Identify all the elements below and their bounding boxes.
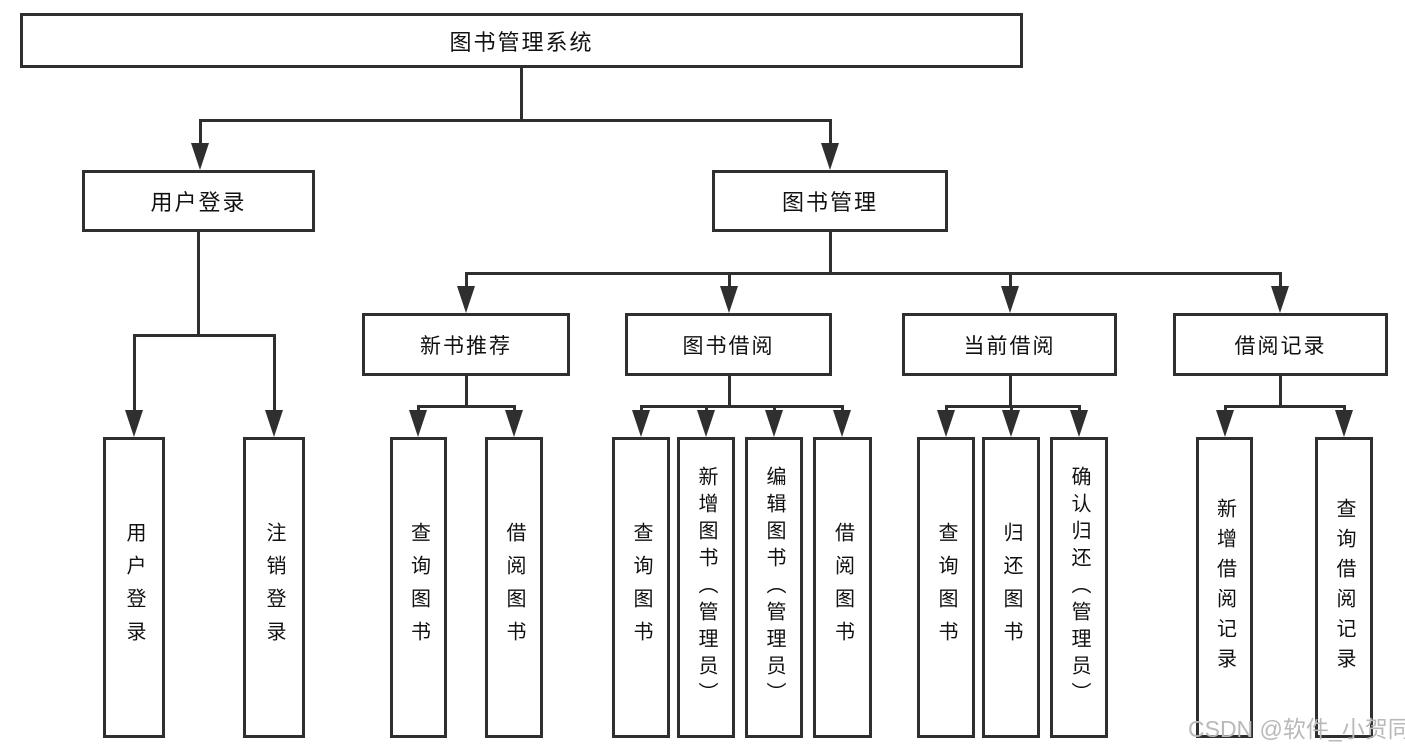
leaf-label: 新增图书（管理员）: [695, 466, 717, 709]
connector-newbook-rail: [416, 404, 516, 408]
leaf-edit-books-admin: 编辑图书（管理员）: [745, 437, 803, 738]
connector-root-stem: [519, 66, 523, 120]
connector-borrowing-drop: [704, 404, 708, 412]
arrowhead-down-icon: [125, 410, 143, 437]
connector-userlogin-rail: [132, 333, 276, 337]
connector-userlogin-stem: [197, 230, 200, 335]
leaf-add-borrow-record: 新增借阅记录: [1196, 437, 1253, 738]
connector-borrowing-rail: [639, 404, 844, 408]
connector-records-rail: [1223, 404, 1346, 408]
leaf-query-borrow-record: 查询借阅记录: [1315, 437, 1373, 738]
connector-bookmgmt-drop: [727, 271, 731, 288]
connector-root-right-drop: [828, 118, 832, 145]
leaf-query-books-recommend: 查询图书: [390, 437, 447, 738]
leaf-label: 借阅图书: [503, 521, 525, 654]
arrowhead-down-icon: [1002, 410, 1020, 437]
node-borrowing-records: 借阅记录: [1173, 313, 1388, 376]
arrowhead-down-icon: [765, 410, 783, 437]
leaf-label: 借阅图书: [831, 521, 854, 654]
connector-root-left-drop: [198, 118, 202, 145]
leaf-label: 用户登录: [123, 521, 145, 654]
leaf-label: 归还图书: [1000, 521, 1022, 654]
node-book-borrowing: 图书借阅: [625, 313, 832, 376]
leaf-label: 新增借阅记录: [1213, 497, 1236, 678]
node-label: 图书管理: [781, 190, 878, 215]
leaf-logout: 注销登录: [243, 437, 305, 738]
leaf-confirm-return-admin: 确认归还（管理员）: [1050, 437, 1108, 738]
connector-borrowing-drop: [639, 404, 643, 412]
connector-current-drop: [1009, 404, 1013, 412]
node-label: 图书管理系统: [449, 29, 594, 55]
arrowhead-down-icon: [632, 410, 650, 437]
connector-newbook-drop: [416, 404, 420, 412]
leaf-add-books-admin: 新增图书（管理员）: [677, 437, 735, 738]
leaf-query-books-borrowing: 查询图书: [612, 437, 670, 738]
leaf-label: 查询图书: [935, 521, 957, 654]
connector-bookmgmt-stem: [828, 230, 832, 273]
connector-current-drop: [1077, 404, 1081, 412]
arrowhead-down-icon: [1001, 286, 1019, 313]
connector-current-drop: [944, 404, 948, 412]
arrowhead-down-icon: [505, 410, 523, 437]
node-new-book-recommend: 新书推荐: [362, 313, 570, 376]
node-label: 用户登录: [150, 190, 247, 215]
node-label: 新书推荐: [420, 334, 512, 358]
arrowhead-down-icon: [1070, 410, 1088, 437]
connector-userlogin-drop: [132, 333, 136, 412]
node-label: 借阅记录: [1234, 334, 1327, 358]
node-book-management-system: 图书管理系统: [20, 13, 1023, 68]
connector-current-stem: [1008, 374, 1012, 406]
connector-borrowing-stem: [727, 374, 731, 406]
node-label: 当前借阅: [963, 334, 1056, 358]
connector-newbook-stem: [464, 374, 468, 406]
connector-borrowing-drop: [840, 404, 844, 412]
leaf-label: 查询图书: [630, 521, 652, 654]
leaf-borrow-books-borrowing: 借阅图书: [813, 437, 872, 738]
arrowhead-down-icon: [457, 286, 475, 313]
node-book-management: 图书管理: [712, 170, 948, 232]
leaf-label: 查询借阅记录: [1333, 497, 1355, 678]
arrowhead-down-icon: [697, 410, 715, 437]
arrowhead-down-icon: [191, 143, 209, 170]
connector-records-stem: [1278, 374, 1282, 406]
connector-bookmgmt-drop: [1278, 271, 1282, 288]
node-label: 图书借阅: [682, 334, 775, 358]
leaf-return-books: 归还图书: [982, 437, 1040, 738]
arrowhead-down-icon: [409, 410, 427, 437]
leaf-label: 注销登录: [263, 521, 285, 654]
leaf-borrow-books-recommend: 借阅图书: [485, 437, 543, 738]
node-current-borrowing: 当前借阅: [902, 313, 1117, 376]
connector-userlogin-drop: [272, 333, 276, 412]
arrowhead-down-icon: [265, 410, 283, 437]
connector-bookmgmt-drop: [1008, 271, 1012, 288]
connector-borrowing-drop: [772, 404, 776, 412]
connector-bookmgmt-rail: [464, 271, 1282, 275]
leaf-label: 查询图书: [407, 521, 430, 654]
leaf-query-books-current: 查询图书: [917, 437, 975, 738]
connector-newbook-drop: [512, 404, 516, 412]
connector-current-rail: [944, 404, 1081, 408]
leaf-user-login: 用户登录: [103, 437, 165, 738]
node-user-login: 用户登录: [82, 170, 315, 232]
leaf-label: 编辑图书（管理员）: [763, 466, 785, 709]
arrowhead-down-icon: [833, 410, 851, 437]
csdn-watermark: CSDN @软件_小贺同学: [1188, 716, 1405, 742]
arrowhead-down-icon: [1335, 410, 1353, 437]
leaf-label: 确认归还（管理员）: [1068, 466, 1090, 709]
connector-records-drop: [1223, 404, 1227, 412]
connector-root-rail: [198, 118, 832, 122]
connector-bookmgmt-drop: [464, 271, 468, 288]
arrowhead-down-icon: [821, 143, 839, 170]
arrowhead-down-icon: [1216, 410, 1234, 437]
arrowhead-down-icon: [1271, 286, 1289, 313]
arrowhead-down-icon: [937, 410, 955, 437]
connector-records-drop: [1342, 404, 1346, 412]
arrowhead-down-icon: [720, 286, 738, 313]
